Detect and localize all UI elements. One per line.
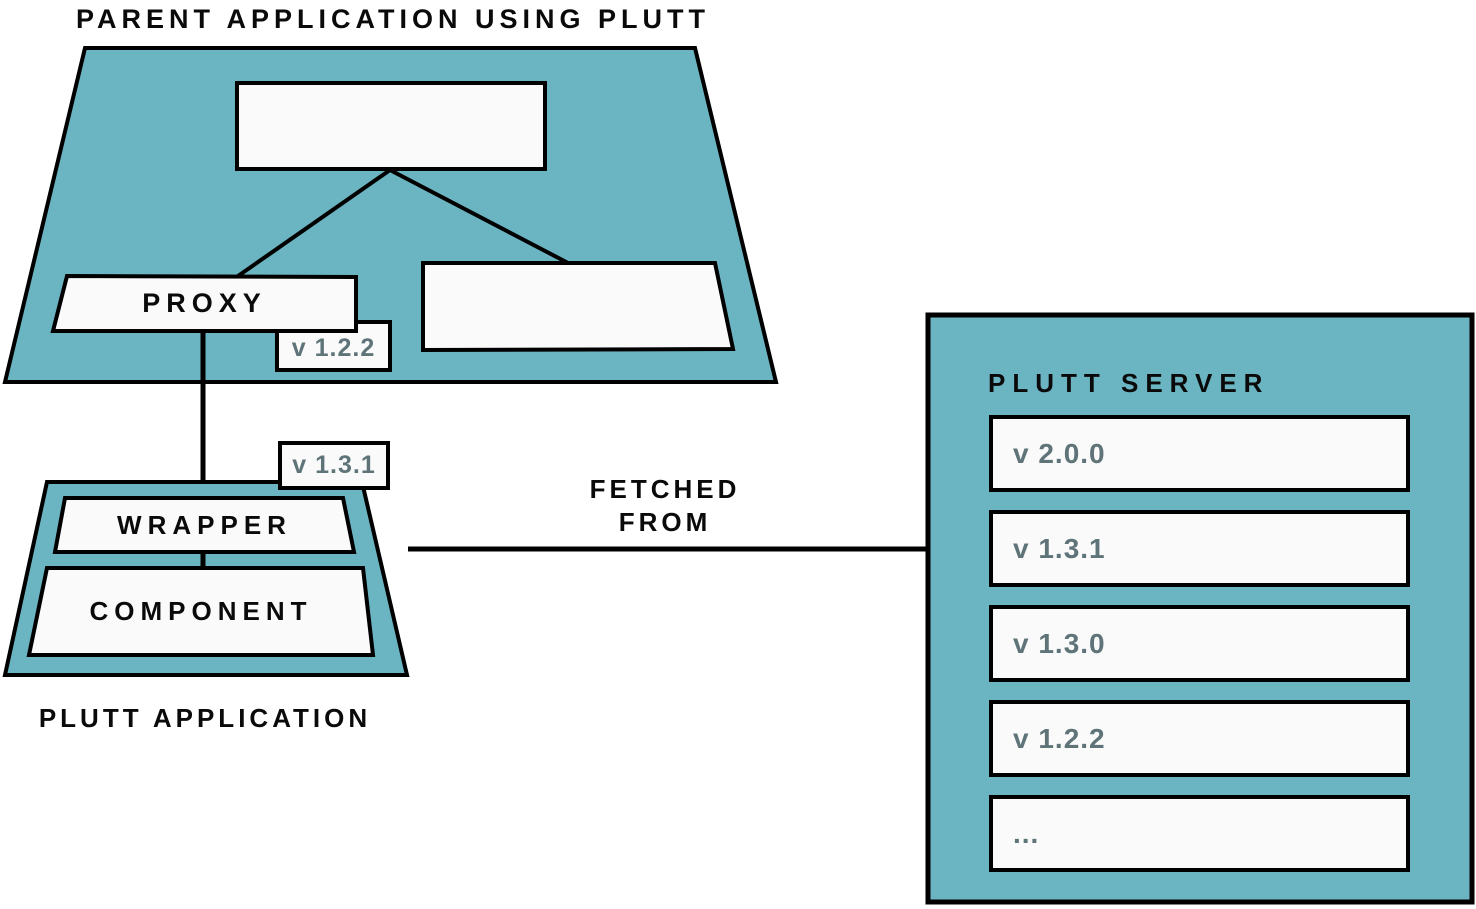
proxy-version-label: v 1.2.2 bbox=[291, 333, 376, 362]
server-version-label-4: ... bbox=[1013, 817, 1040, 849]
server-version-label-2: v 1.3.0 bbox=[1013, 627, 1106, 659]
plutt-app-version-box bbox=[278, 441, 390, 490]
component-label: COMPONENT bbox=[89, 596, 313, 626]
fetched-from-label-line1: FETCHED bbox=[589, 474, 741, 504]
server-version-box-3 bbox=[989, 700, 1410, 777]
plutt-app-title: PLUTT APPLICATION bbox=[38, 702, 372, 733]
edge-root-to-sibling bbox=[389, 168, 571, 266]
plutt-server-title: PLUTT SERVER bbox=[988, 368, 1270, 398]
plutt-app-version-label: v 1.3.1 bbox=[292, 451, 376, 479]
wrapper-box bbox=[52, 496, 357, 554]
edge-root-to-proxy bbox=[236, 168, 392, 278]
parent-sibling-box bbox=[421, 261, 736, 353]
server-version-box-2 bbox=[989, 605, 1410, 682]
wrapper-label: WRAPPER bbox=[117, 509, 292, 540]
proxy-label: PROXY bbox=[142, 288, 267, 318]
parent-root-box bbox=[235, 81, 547, 171]
server-version-label-1: v 1.3.1 bbox=[1013, 532, 1106, 564]
server-version-label-0: v 2.0.0 bbox=[1013, 437, 1106, 469]
fetched-from-label: FETCHED FROM bbox=[540, 473, 790, 539]
proxy-box bbox=[50, 273, 358, 333]
server-version-box-1 bbox=[989, 510, 1410, 587]
server-version-box-0 bbox=[989, 415, 1410, 492]
server-version-label-3: v 1.2.2 bbox=[1013, 722, 1106, 754]
parent-app-title: PARENT APPLICATION USING PLUTT bbox=[76, 3, 710, 34]
fetched-from-label-line2: FROM bbox=[618, 507, 712, 537]
component-box bbox=[26, 566, 376, 657]
server-version-box-4 bbox=[989, 795, 1410, 872]
